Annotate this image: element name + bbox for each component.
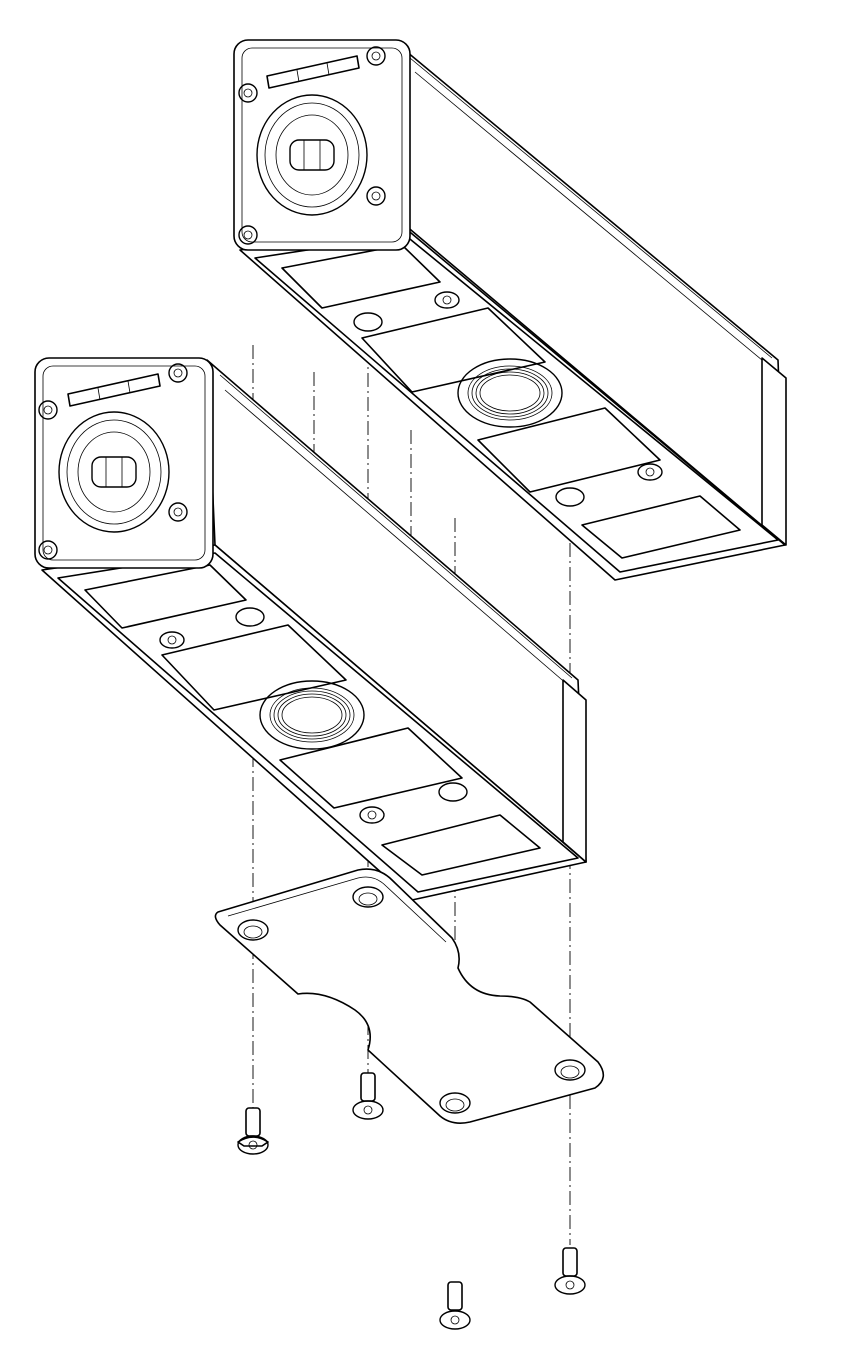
mount-hole [438,782,468,802]
label-recess [477,407,661,493]
countersunk-screw-icon [554,1247,586,1295]
vent-slots-icon [67,373,161,407]
threaded-gland-icon [457,358,563,428]
mounting-plate [214,868,605,1124]
mount-hole [353,312,383,332]
end-cap [233,39,411,251]
mount-hole [235,607,265,627]
mount-hole [159,631,185,649]
mount-hole [555,487,585,507]
mount-hole [359,806,385,824]
plate-hole [439,1092,471,1114]
label-recess [361,307,546,393]
cap-screw-icon [238,225,258,245]
countersunk-screw-icon [352,1072,384,1120]
mount-hole [637,463,663,481]
upper-enclosure [233,39,787,581]
cap-screw-icon [168,363,188,383]
end-cap [34,357,214,569]
plate-hole [237,919,269,941]
cap-screw-icon [38,400,58,420]
countersunk-screw-icon [439,1281,471,1330]
cap-screw-icon [238,83,258,103]
label-recess [84,564,247,629]
circular-connector-icon [58,411,170,533]
cap-screw-icon [38,540,58,560]
plate-hole [352,886,384,908]
cap-screw-icon [366,186,386,206]
label-recess [381,814,541,876]
cap-screw-icon [168,502,188,522]
plate-hole [554,1059,586,1081]
label-recess [279,727,463,809]
countersunk-screw-icon [237,1107,269,1155]
threaded-gland-icon [259,680,365,750]
circular-connector-icon [256,94,368,216]
lower-enclosure [34,357,587,901]
mount-hole [434,291,460,309]
label-recess [281,244,441,309]
mounting-plate-icon [214,868,605,1124]
vent-slots-icon [266,55,360,89]
label-recess [581,495,741,559]
cap-screw-icon [366,46,386,66]
